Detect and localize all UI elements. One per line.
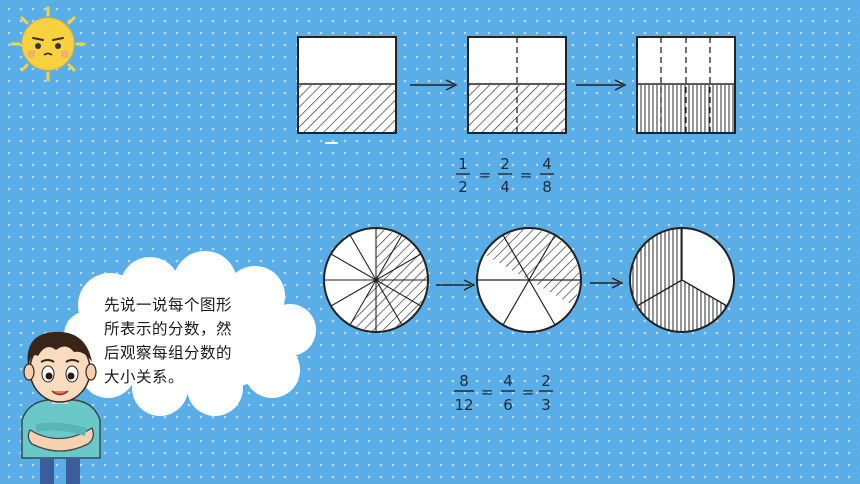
fraction-numerator: 2 <box>541 372 551 390</box>
arrow-right-icon <box>436 279 476 291</box>
fraction-denominator: 3 <box>541 396 551 414</box>
circle-sixths <box>476 227 582 333</box>
boy-avatar <box>21 331 101 484</box>
instruction-line: 大小关系。 <box>104 368 185 386</box>
fraction-denominator: 12 <box>454 396 473 414</box>
circle-thirds <box>629 227 735 333</box>
fraction-denominator: 6 <box>503 396 513 414</box>
equals-sign: = <box>520 166 533 184</box>
fraction-numerator: 2 <box>500 155 510 173</box>
rectangle-halves <box>297 36 397 134</box>
fraction-numerator: 4 <box>542 155 552 173</box>
equals-sign: = <box>479 166 492 184</box>
fraction-numerator: 4 <box>503 372 513 390</box>
arrow-right-icon <box>590 277 624 289</box>
equation-halves: 1 2 = 2 4 = 4 8 <box>456 155 554 196</box>
instruction-line: 后观察每组分数的 <box>104 344 233 362</box>
equals-sign: = <box>522 383 535 401</box>
circle-twelfths <box>323 227 429 333</box>
fraction-numerator: 8 <box>459 372 469 390</box>
equation-thirds: 8 12 = 4 6 = 2 3 <box>454 372 553 414</box>
rectangle-quarters <box>467 36 567 134</box>
arrow-right-icon <box>410 79 458 91</box>
fraction-denominator: 2 <box>458 178 468 196</box>
instruction-line: 先说一说每个图形 <box>104 296 233 314</box>
sun-icon <box>10 6 86 82</box>
instruction-line: 所表示的分数，然 <box>104 320 233 338</box>
fraction-numerator: 1 <box>458 155 468 173</box>
instruction-text: 先说一说每个图形 所表示的分数，然 后观察每组分数的 大小关系。 <box>104 293 282 389</box>
rectangle-eighths <box>636 36 736 134</box>
fraction-denominator: 4 <box>500 178 510 196</box>
arrow-right-icon <box>576 79 627 91</box>
equals-sign: = <box>481 383 494 401</box>
fraction-denominator: 8 <box>542 178 552 196</box>
